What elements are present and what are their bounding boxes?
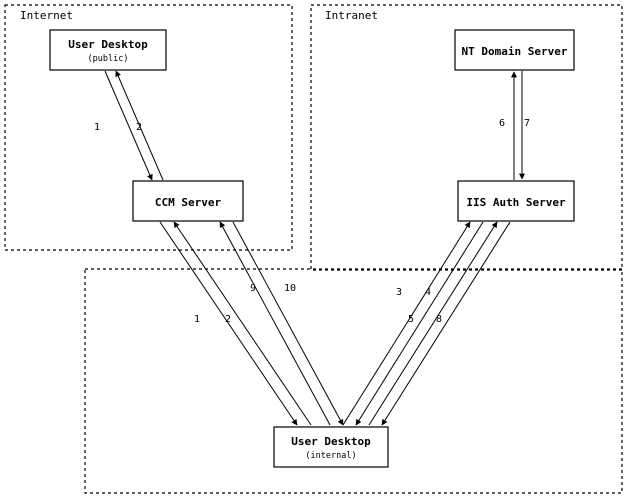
zone-label-internet: Internet (20, 9, 73, 22)
node-subtitle-user-desktop-public: (public) (88, 54, 129, 64)
zones-layer: Internet Intranet (4, 4, 623, 494)
flow-label-flow-7: 7 (524, 118, 530, 129)
node-title-user-desktop-public: User Desktop (68, 38, 148, 51)
flow-label-flow-1-public: 1 (94, 122, 100, 133)
node-title-user-desktop-internal: User Desktop (291, 435, 371, 448)
zone-label-intranet: Intranet (325, 9, 378, 22)
flow-label-flow-3: 3 (396, 287, 402, 298)
node-box-ccm-server (132, 180, 244, 222)
flow-label-flow-5: 5 (408, 314, 414, 325)
node-title-ccm-server: CCM Server (155, 196, 222, 209)
node-iis-auth-server[interactable]: IIS Auth Server (457, 180, 575, 222)
node-box-iis-auth-server (457, 180, 575, 222)
node-subtitle-user-desktop-internal: (internal) (305, 451, 356, 461)
flow-label-flow-2-public: 2 (136, 122, 142, 133)
flow-arrow-flow-1-internal (159, 221, 298, 426)
node-user-desktop-internal[interactable]: User Desktop (internal) (273, 426, 389, 468)
node-ccm-server[interactable]: CCM Server (132, 180, 244, 222)
flow-labels-layer: 1 2 1 2 9 10 3 4 5 8 6 7 (94, 118, 530, 325)
node-box-user-desktop-public (49, 29, 167, 71)
flows-layer (104, 70, 525, 426)
node-title-iis-auth-server: IIS Auth Server (466, 196, 566, 209)
flow-arrow-flow-2-internal (173, 221, 312, 426)
node-user-desktop-public[interactable]: User Desktop (public) (49, 29, 167, 71)
flow-arrow-flow-1-public (104, 70, 153, 181)
flow-label-flow-10: 10 (284, 283, 296, 294)
flow-label-flow-1-internal: 1 (194, 314, 200, 325)
flow-label-flow-6: 6 (499, 118, 505, 129)
flow-arrow-flow-9 (219, 221, 331, 426)
flow-arrow-flow-8 (381, 221, 511, 426)
zone-boundary-internal (84, 268, 623, 494)
flow-arrow-flow-10 (232, 221, 344, 426)
node-box-user-desktop-internal (273, 426, 389, 468)
flow-label-flow-2-internal: 2 (225, 314, 231, 325)
nodes-layer: User Desktop (public) CCM Server NT Domain … (49, 29, 575, 468)
flow-label-flow-8: 8 (436, 314, 442, 325)
node-title-nt-domain-server: NT Domain Server (462, 45, 568, 58)
node-box-nt-domain-server (454, 29, 575, 71)
flow-arrow-flow-2-public (115, 70, 164, 181)
flow-arrow-flow-5 (368, 221, 498, 426)
flow-arrow-flow-4 (355, 221, 484, 426)
flow-label-flow-4: 4 (425, 287, 431, 298)
flow-label-flow-9: 9 (250, 283, 256, 294)
zone-boundary-internet (4, 4, 293, 251)
flow-arrow-flow-3 (342, 221, 471, 426)
node-nt-domain-server[interactable]: NT Domain Server (454, 29, 575, 71)
